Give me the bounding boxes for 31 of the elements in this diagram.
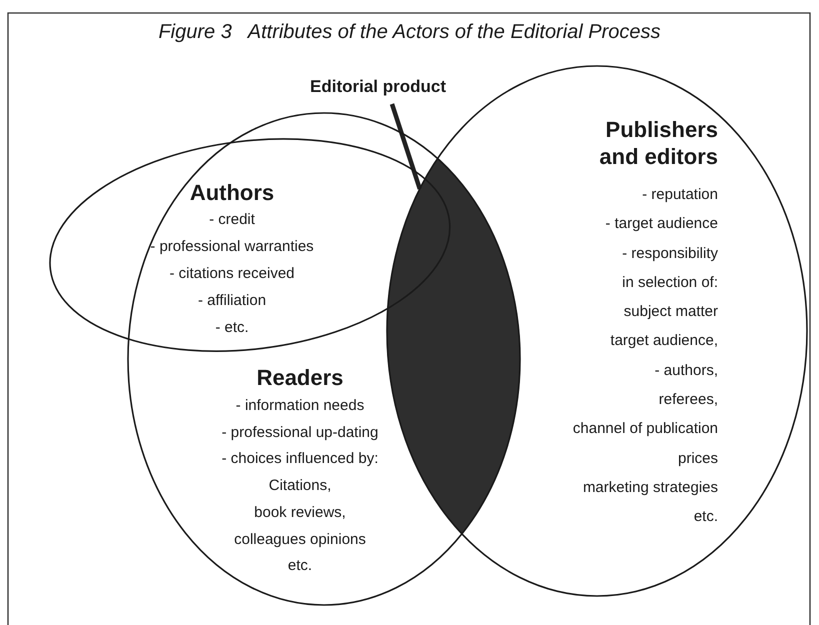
attribute-item: subject matter (624, 302, 718, 322)
attribute-item: - professional warranties (150, 236, 314, 257)
attribute-item: target audience, (610, 331, 718, 352)
attribute-item: book reviews, (254, 502, 346, 523)
attribute-item: - reputation (642, 185, 718, 205)
attribute-item: - target audience (605, 214, 718, 234)
group-heading: Publishers and editors (598, 116, 718, 170)
group-heading: Readers (256, 364, 344, 391)
attribute-item: - citations received (169, 264, 295, 284)
attribute-item: Citations, (268, 476, 332, 496)
attribute-item: channel of publication (572, 419, 718, 440)
attribute-item: colleagues opinions (234, 530, 366, 550)
shaded-overlap-area (386, 158, 520, 534)
attribute-item: - professional up-dating (222, 422, 378, 443)
attribute-item: - authors, (654, 360, 718, 381)
attribute-item: referees, (658, 390, 718, 410)
attribute-item: in selection of: (622, 272, 718, 293)
attribute-item: etc. (288, 556, 312, 576)
attribute-item: - etc. (215, 318, 249, 338)
group-heading: Authors (190, 178, 274, 206)
attribute-item: - affiliation (198, 290, 266, 311)
leader-line (390, 103, 422, 190)
attribute-item: etc. (694, 507, 718, 528)
attribute-item: - choices influenced by: (222, 449, 378, 470)
attribute-item: - credit (209, 210, 255, 230)
attribute-item: marketing strategies (582, 478, 718, 498)
attribute-item: - information needs (236, 396, 364, 416)
figure-title: Figure 3 Attributes of the Actors of the Editorial Process (157, 21, 662, 44)
attribute-item: prices (678, 448, 718, 469)
attribute-item: - responsibility (622, 244, 718, 264)
callout-label: Editorial product (280, 74, 476, 100)
